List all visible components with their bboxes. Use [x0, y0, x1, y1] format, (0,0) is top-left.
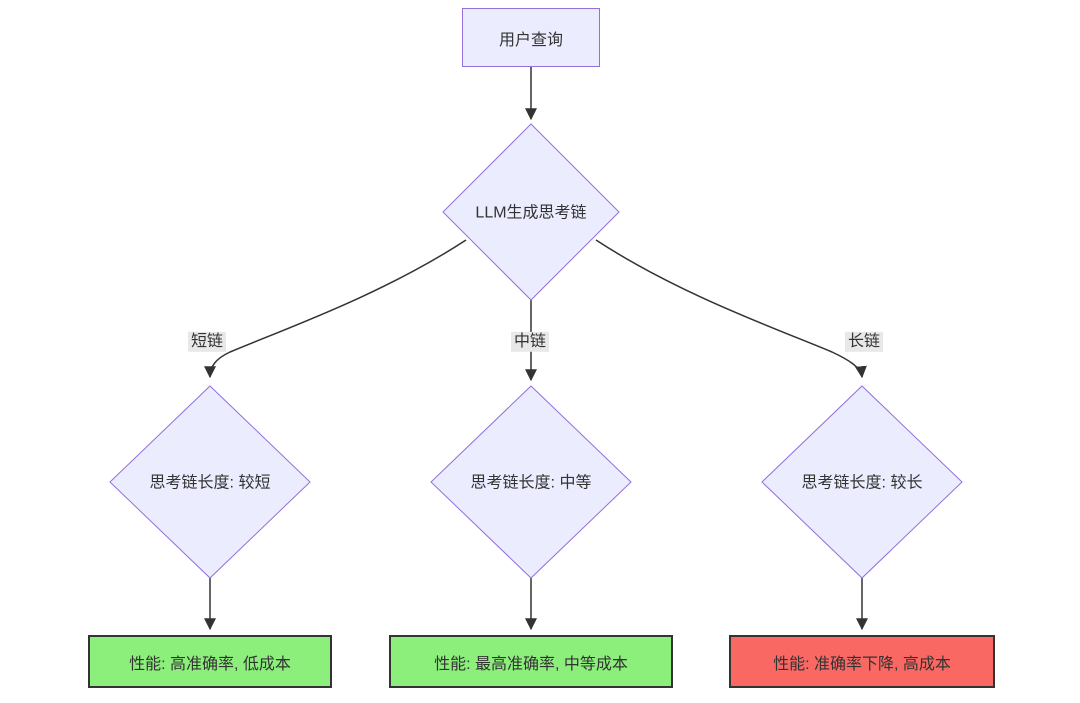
edge-decision-to-long: [595, 239, 867, 379]
edge-label-long: 长链: [844, 331, 884, 353]
decision-node-label: LLM生成思考链: [475, 204, 587, 222]
long-result-node: 性能: 准确率下降, 高成本: [729, 635, 995, 688]
start-node-label: 用户查询: [498, 31, 563, 49]
edge-decision-to-short: [204, 239, 467, 379]
long-length-node-label: 思考链长度: 较长: [801, 474, 923, 492]
short-result-node: 性能: 高准确率, 低成本: [88, 635, 332, 688]
medium-result-node: 性能: 最高准确率, 中等成本: [389, 635, 673, 688]
medium-result-label: 性能: 最高准确率, 中等成本: [434, 655, 628, 673]
medium-length-node-shape: [430, 385, 632, 579]
start-node: 用户查询: [462, 8, 600, 67]
medium-length-node-label: 思考链长度: 中等: [470, 474, 592, 492]
decision-node-shape: [442, 123, 620, 301]
short-length-node-label: 思考链长度: 较短: [149, 474, 271, 492]
edge-label-short: 短链: [187, 331, 227, 353]
long-length-node-shape: [761, 385, 963, 579]
edge-label-medium: 中链: [510, 331, 550, 353]
short-length-node-shape: [109, 385, 311, 579]
long-result-label: 性能: 准确率下降, 高成本: [773, 655, 951, 673]
short-result-label: 性能: 高准确率, 低成本: [129, 655, 291, 673]
